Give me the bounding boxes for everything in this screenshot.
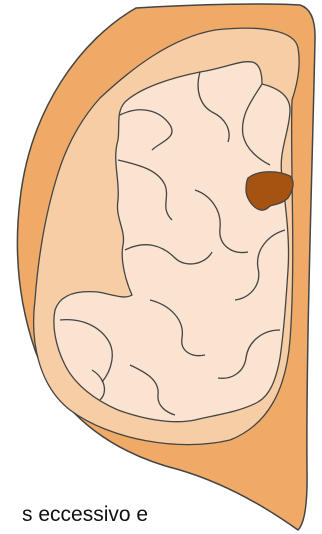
caption-text: s eccessivo e <box>22 500 322 534</box>
